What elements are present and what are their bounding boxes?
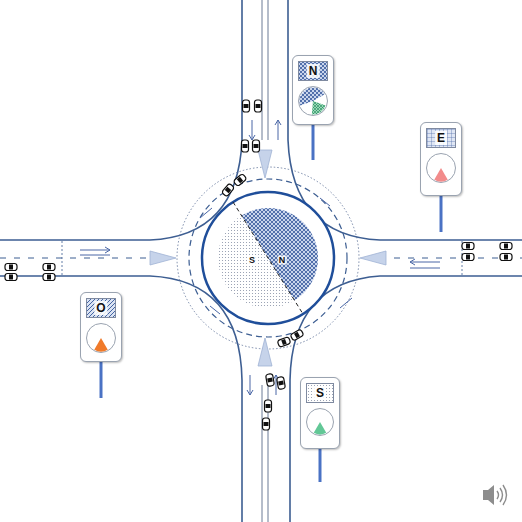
cars-part — [266, 373, 275, 386]
header-pattern — [299, 62, 327, 80]
road-edges-part — [0, 276, 242, 522]
signal-panel: O — [80, 292, 122, 362]
phase-sector — [434, 168, 448, 182]
lane-markings-part — [177, 167, 359, 349]
cars-part — [500, 243, 512, 250]
disc-outline — [307, 409, 334, 436]
traffic-arrows-part — [247, 375, 253, 395]
road-edges-part — [0, 0, 242, 240]
cars — [5, 100, 512, 430]
header-pattern — [307, 384, 333, 402]
signal-disc — [85, 322, 117, 354]
signal-poles-part — [319, 448, 322, 482]
phase-sector — [314, 422, 327, 435]
phase-sector — [94, 338, 108, 352]
signal-header: S — [306, 383, 334, 403]
traffic-arrows-part — [80, 255, 110, 256]
signal-letter: S — [314, 386, 326, 400]
disc-outline — [87, 324, 116, 353]
traffic-arrows-part — [275, 120, 281, 140]
header-pattern — [87, 299, 115, 317]
island-outline — [202, 192, 334, 324]
half-letter: S — [248, 256, 256, 265]
phase-sector — [300, 87, 325, 105]
cars-part — [290, 329, 304, 341]
speaker-icon — [483, 485, 507, 505]
road-edges-part — [288, 0, 522, 240]
splitter-islands-part — [150, 251, 176, 265]
cars-part — [263, 418, 270, 430]
cars-part — [43, 264, 55, 271]
cars-part — [243, 100, 250, 112]
cars-part — [5, 264, 17, 271]
signal-letter: O — [94, 301, 107, 315]
signal-poles — [101, 124, 441, 482]
cars-part — [462, 254, 474, 261]
signal-panel: N — [292, 55, 334, 125]
splitter-islands — [150, 150, 386, 366]
signal-letter: N — [307, 64, 320, 78]
divider-line — [233, 202, 303, 314]
signal-header: E — [426, 128, 456, 148]
central-island: SN — [200, 190, 336, 326]
signal-poles-part — [440, 195, 443, 232]
cars-part — [462, 243, 474, 250]
cars-part — [5, 274, 17, 281]
south-half — [218, 216, 294, 308]
traffic-arrows-part — [249, 120, 255, 140]
cars-part — [242, 140, 249, 152]
traffic-arrows-part — [410, 268, 440, 269]
cars-part — [255, 100, 262, 112]
signal-disc — [425, 152, 457, 184]
signal-disc — [297, 85, 329, 117]
cars-part — [253, 140, 260, 152]
cars-part — [233, 173, 247, 186]
speaker-icon-part — [497, 485, 507, 505]
header-pattern — [427, 129, 455, 147]
phase-sector — [312, 101, 326, 115]
speaker-icon-part — [483, 485, 494, 505]
disc-outline — [299, 87, 328, 116]
signal-letter: E — [435, 131, 447, 145]
traffic-arrows-part — [80, 247, 110, 253]
traffic-arrows — [80, 120, 440, 395]
splitter-islands-part — [360, 251, 386, 265]
cars-part — [265, 400, 272, 412]
signal-disc — [305, 407, 335, 437]
signal-panel: S — [300, 377, 340, 449]
cars-part — [277, 376, 286, 389]
signal-header: N — [298, 61, 328, 81]
splitter-islands-part — [258, 338, 272, 366]
signal-poles-part — [312, 124, 315, 160]
half-letter: N — [278, 256, 287, 265]
signal-panel: E — [420, 122, 462, 196]
disc-outline — [427, 154, 456, 183]
cars-part — [221, 183, 234, 197]
signal-header: O — [86, 298, 116, 318]
signal-poles-part — [100, 361, 103, 398]
island-shape — [200, 190, 336, 326]
cars-part — [43, 274, 55, 281]
splitter-islands-part — [258, 150, 272, 178]
cars-part — [277, 337, 291, 348]
cars-part — [500, 254, 512, 261]
traffic-arrows-part — [410, 259, 440, 265]
lane-markings-part — [189, 179, 347, 337]
